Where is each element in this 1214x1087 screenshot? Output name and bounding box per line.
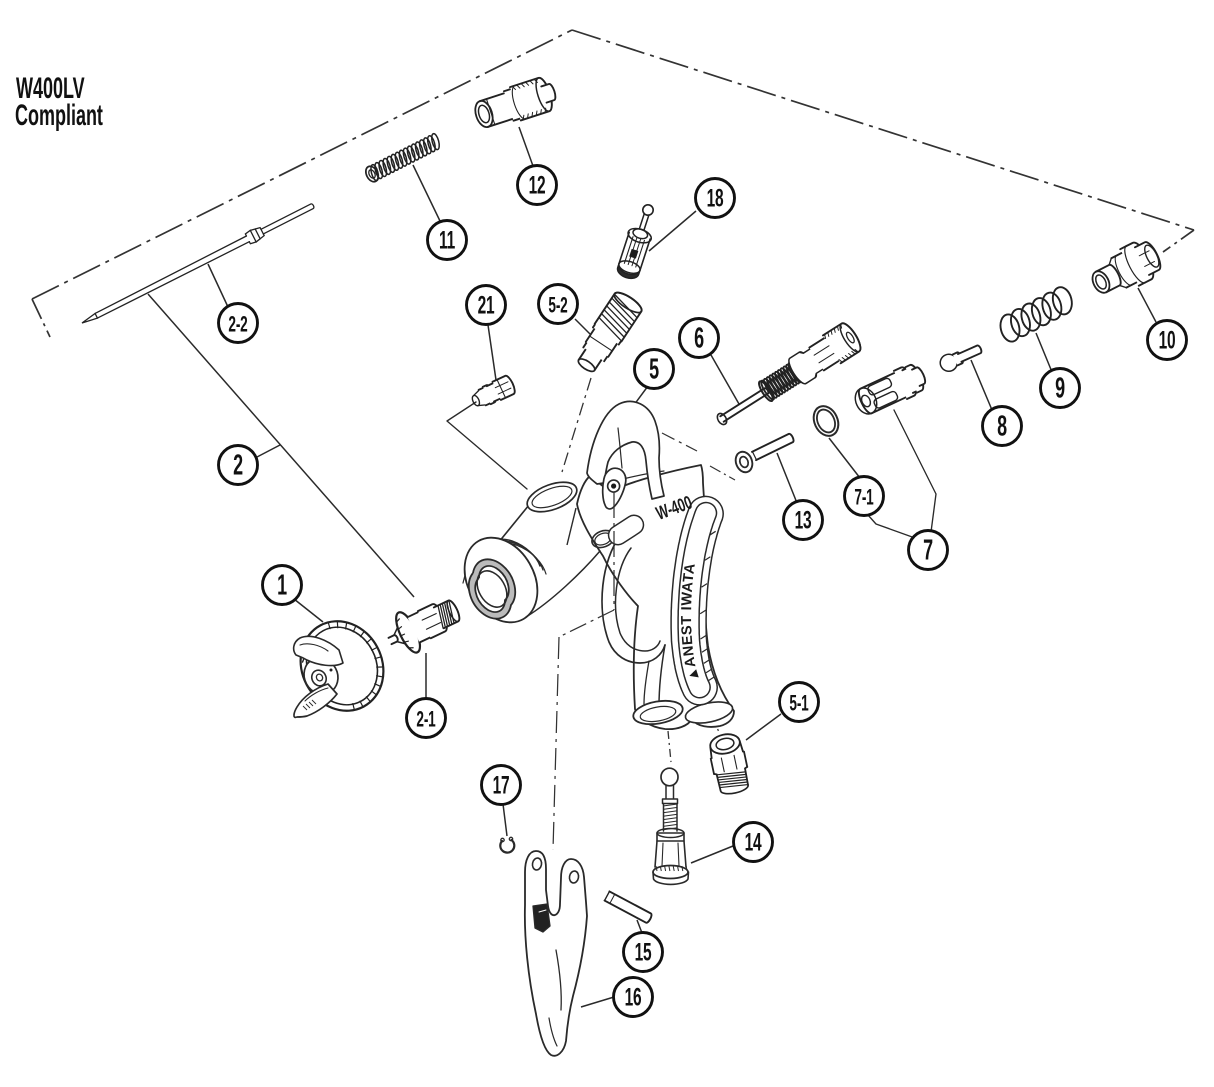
svg-text:15: 15: [635, 939, 652, 967]
svg-text:2-1: 2-1: [416, 706, 435, 731]
svg-text:5-2: 5-2: [548, 292, 567, 317]
svg-text:10: 10: [1159, 327, 1176, 355]
svg-text:W400LV: W400LV: [16, 73, 85, 106]
svg-text:8: 8: [997, 410, 1007, 442]
svg-text:Compliant: Compliant: [15, 100, 103, 133]
svg-text:2: 2: [233, 449, 243, 481]
svg-text:7-1: 7-1: [854, 484, 873, 509]
svg-text:21: 21: [478, 292, 495, 320]
svg-text:1: 1: [277, 569, 287, 601]
svg-text:13: 13: [795, 507, 812, 535]
svg-text:17: 17: [493, 772, 510, 800]
svg-text:6: 6: [694, 322, 704, 354]
svg-text:9: 9: [1055, 372, 1065, 404]
svg-text:12: 12: [529, 172, 546, 200]
svg-text:5-1: 5-1: [789, 690, 808, 715]
svg-text:2-2: 2-2: [228, 311, 247, 336]
svg-text:16: 16: [625, 984, 642, 1012]
svg-text:18: 18: [707, 185, 724, 213]
svg-text:11: 11: [439, 227, 455, 255]
svg-text:14: 14: [745, 829, 762, 857]
svg-text:5: 5: [649, 353, 659, 385]
svg-text:7: 7: [923, 534, 933, 566]
